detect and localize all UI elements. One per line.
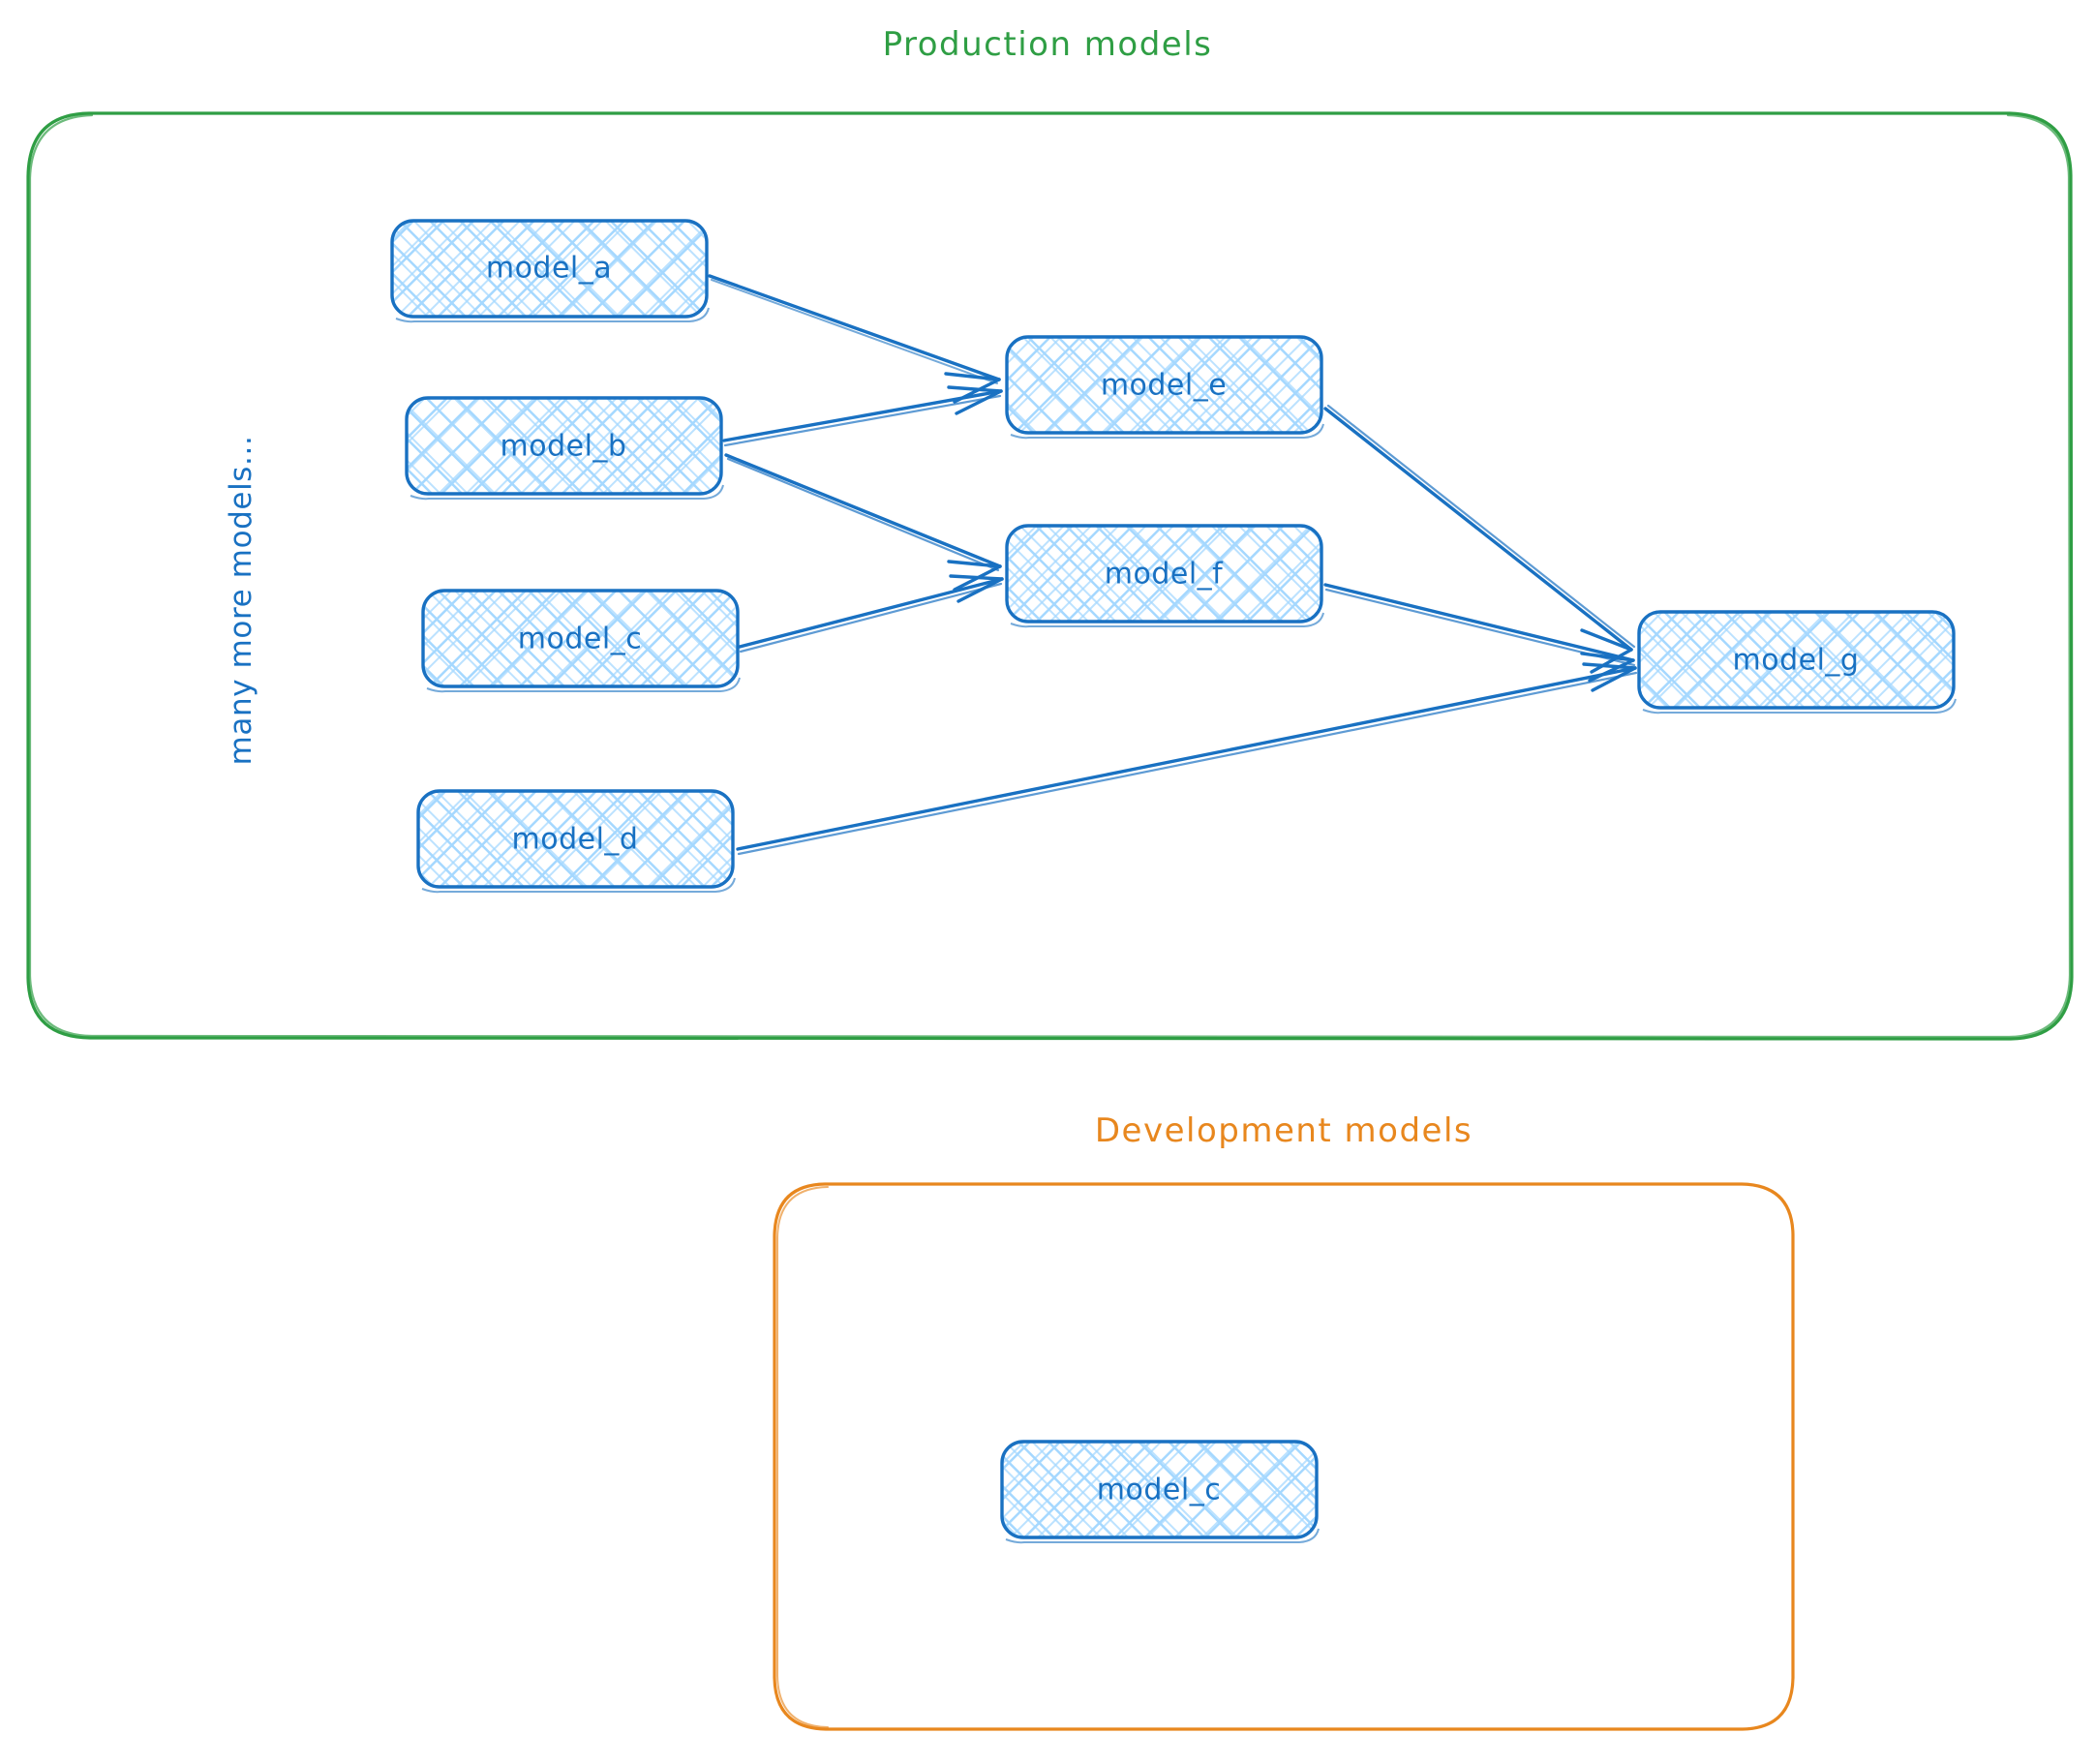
many-more-models-annotation: many more models... <box>224 435 258 766</box>
development-group-label: Development models <box>1094 1111 1473 1150</box>
production-group-frame <box>26 111 2074 1041</box>
node-model-g[interactable] <box>1637 610 1957 715</box>
production-group-label: Production models <box>882 25 1213 64</box>
node-label-model-c-dev: model_c <box>1096 1473 1222 1507</box>
node-model-e[interactable] <box>1005 335 1324 440</box>
edge-model-d-to-model-g <box>736 662 1638 856</box>
development-group-frame <box>773 1182 1795 1731</box>
edge-model-b-to-model-e <box>722 385 1003 447</box>
node-model-a[interactable] <box>390 219 710 323</box>
node-model-d[interactable] <box>416 789 736 894</box>
node-label-model-e: model_e <box>1100 368 1228 403</box>
edge-model-f-to-model-g <box>1323 583 1636 683</box>
node-label-model-f: model_f <box>1104 557 1224 592</box>
edge-model-e-to-model-g <box>1323 404 1636 674</box>
edge-model-b-to-model-f <box>724 453 1002 592</box>
node-model-c-dev[interactable] <box>1000 1440 1320 1544</box>
node-label-model-g: model_g <box>1732 643 1860 678</box>
node-model-f[interactable] <box>1005 524 1324 628</box>
node-label-model-a: model_a <box>485 251 613 286</box>
edge-layer <box>708 274 1638 856</box>
node-label-model-d: model_d <box>511 822 639 857</box>
node-label-model-c: model_c <box>517 622 643 656</box>
node-model-b[interactable] <box>405 396 724 501</box>
edge-model-c-to-model-f <box>738 574 1004 654</box>
node-model-c[interactable] <box>421 589 741 693</box>
edge-model-a-to-model-e <box>708 274 1001 404</box>
node-label-model-b: model_b <box>500 429 627 464</box>
node-layer <box>390 219 1957 1544</box>
